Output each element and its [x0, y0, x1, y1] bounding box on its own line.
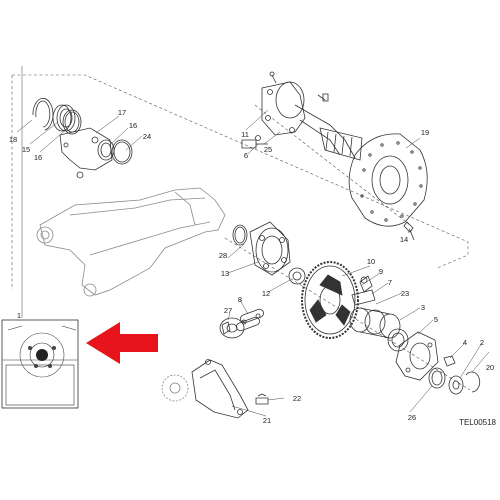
- axle-nut: [443, 355, 456, 367]
- callout-17: 17: [118, 108, 126, 117]
- callout-12: 12: [262, 289, 270, 298]
- bracket-plate: [59, 127, 113, 179]
- callout-11: 11: [241, 130, 249, 139]
- callout-4: 4: [463, 338, 467, 347]
- wheel-hub: [261, 71, 363, 161]
- highlight-arrow: [86, 322, 158, 364]
- callout-26: 26: [408, 413, 416, 422]
- callout-1: 1: [17, 311, 21, 320]
- inset-thumbnail: [1, 319, 79, 409]
- seal-26: [428, 367, 446, 389]
- callout-13: 13: [221, 269, 229, 278]
- callout-27: 27: [224, 306, 232, 315]
- front-sprocket-ghost: [161, 374, 189, 402]
- callout-23: 23: [401, 289, 409, 298]
- callout-8: 8: [238, 295, 242, 304]
- callout-9: 9: [379, 267, 383, 276]
- callout-19: 19: [421, 128, 429, 137]
- axis-line-upper: [254, 104, 411, 226]
- o-ring: [111, 139, 133, 165]
- callout-20: 20: [486, 363, 494, 372]
- callout-5: 5: [434, 315, 438, 324]
- callout-14: 14: [400, 235, 408, 244]
- retaining-clip: [465, 371, 481, 393]
- callout-15: 15: [22, 145, 30, 154]
- callout-2: 2: [480, 338, 484, 347]
- wheel-flange: [232, 221, 291, 276]
- rear-sprocket: [301, 261, 359, 339]
- callout-28: 28: [219, 251, 227, 260]
- sprocket-carrier: [349, 307, 409, 352]
- guard-bolt: [255, 393, 269, 405]
- callout-21: 21: [263, 416, 271, 425]
- callout-18: 18: [9, 135, 17, 144]
- front-sprocket: [219, 317, 245, 339]
- callout-boundary: [12, 74, 469, 269]
- spacer: [288, 267, 306, 285]
- brake-disc: [348, 133, 428, 227]
- disc-bolt: [403, 221, 415, 241]
- callout-10: 10: [367, 257, 375, 266]
- spacer-ring: [97, 139, 115, 161]
- shaft-assembly: [351, 275, 376, 306]
- washer: [448, 375, 464, 395]
- callout-16-left: 16: [34, 153, 42, 162]
- leader-lines: [16, 66, 490, 417]
- callout-6: 6: [244, 151, 248, 160]
- eccentric-hub: [395, 331, 439, 381]
- callout-3: 3: [421, 303, 425, 312]
- callout-22: 22: [293, 394, 301, 403]
- callout-25: 25: [264, 145, 272, 154]
- chain-guard: [191, 359, 249, 419]
- drawing-code: TEL00518: [459, 418, 496, 427]
- callout-7: 7: [388, 278, 392, 287]
- callout-24: 24: [143, 132, 151, 141]
- circlip: [32, 97, 54, 131]
- swingarm-ghost: [36, 187, 226, 297]
- callout-16-right: 16: [129, 121, 137, 130]
